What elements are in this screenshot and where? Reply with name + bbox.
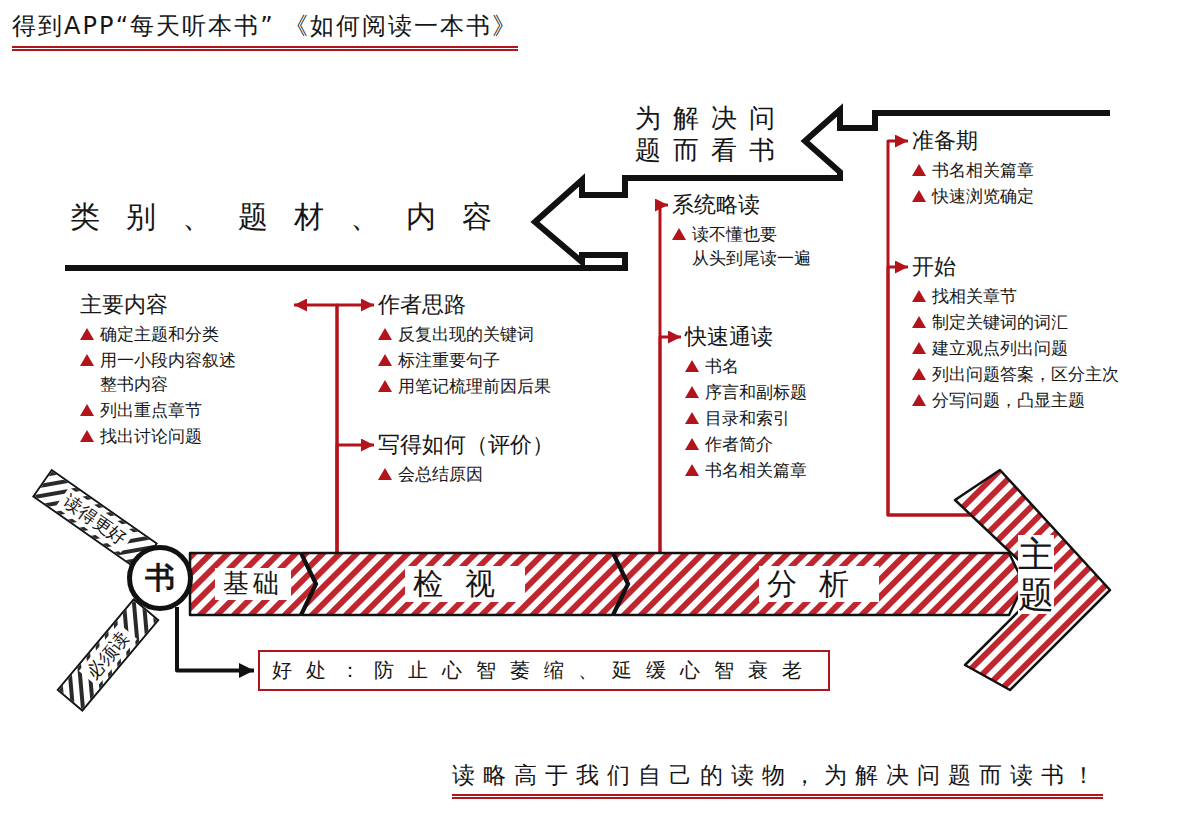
bullet-triangle [80, 354, 94, 366]
bullet-triangle [685, 386, 699, 398]
bullet-triangle [80, 404, 94, 416]
note-group: 准备期书名相关篇章快速浏览确定 [912, 126, 1162, 208]
group-heading: 写得如何（评价） [378, 430, 648, 460]
band-heading: 类别、题材、内容 [70, 198, 590, 236]
stage-band: 基础 [190, 553, 315, 615]
hatched-band [190, 553, 315, 615]
bullet-item: 读不懂也要 从头到尾读一遍 [672, 222, 837, 270]
bullet-item: 快速浏览确定 [912, 184, 1162, 208]
diagram-title: 得到APP“每天听本书” 《如何阅读一本书》 [12, 10, 518, 51]
bullet-triangle [912, 164, 926, 176]
bullet-triangle [672, 228, 686, 240]
note-group: 主要内容确定主题和分类用一小段内容叙述 整书内容列出重点章节找出讨论问题 [80, 290, 290, 448]
stage-band: 检视 [302, 553, 627, 615]
hatched-band [614, 553, 1024, 615]
bullet-item: 反复出现的关键词 [378, 322, 648, 346]
bullet-triangle [912, 394, 926, 406]
note-group: 开始找相关章节制定关键词的词汇建立观点列出问题列出问题答案，区分主次分写问题，凸… [912, 252, 1162, 412]
bullet-triangle [378, 354, 392, 366]
bullet-triangle [378, 468, 392, 480]
bullet-item: 作者简介 [685, 432, 875, 456]
bullet-item: 书名 [685, 354, 875, 378]
bullet-triangle [685, 360, 699, 372]
bullet-item: 用笔记梳理前因后果 [378, 374, 648, 398]
bullet-triangle [80, 430, 94, 442]
note-group: 作者思路反复出现的关键词标注重要句子用笔记梳理前因后果 [378, 290, 648, 398]
benefit-box: 好处：防止心智萎缩、延缓心智衰老 [258, 650, 830, 691]
bullet-triangle [912, 342, 926, 354]
group-heading: 开始 [912, 252, 1162, 282]
bullet-item: 制定关键词的词汇 [912, 310, 1162, 334]
bullet-item: 书名相关篇章 [912, 158, 1162, 182]
note-group: 快速通读书名序言和副标题目录和索引作者简介书名相关篇章 [685, 322, 875, 482]
vertical-label: 主题 [1018, 535, 1054, 614]
bullet-triangle [685, 464, 699, 476]
bullet-triangle [685, 438, 699, 450]
connector [337, 445, 374, 553]
hatched-band [59, 601, 157, 709]
bullet-item: 序言和副标题 [685, 380, 875, 404]
note-group: 写得如何（评价）会总结原因 [378, 430, 648, 486]
bullet-triangle [685, 412, 699, 424]
connector [337, 305, 374, 553]
group-heading: 作者思路 [378, 290, 648, 320]
hatched-band [955, 470, 1110, 690]
bullet-item: 用一小段内容叙述 整书内容 [80, 348, 290, 396]
group-heading: 快速通读 [685, 322, 875, 352]
note-group: 系统略读读不懂也要 从头到尾读一遍 [672, 190, 837, 270]
bullet-item: 列出重点章节 [80, 398, 290, 422]
bullet-item: 会总结原因 [378, 462, 648, 486]
group-heading: 主要内容 [80, 290, 290, 320]
band-label: 分析 [759, 566, 879, 602]
bullet-item: 建立观点列出问题 [912, 336, 1162, 360]
bullet-item: 分写问题，凸显主题 [912, 388, 1162, 412]
bullet-triangle [912, 316, 926, 328]
bullet-triangle [378, 380, 392, 392]
cross-band: 必须读 [56, 598, 159, 712]
theme-arrowhead: 主题 [950, 465, 1115, 695]
connector [177, 607, 254, 671]
connector [294, 305, 337, 553]
box-label: 好处：防止心智萎缩、延缓心智衰老 [272, 657, 816, 684]
bullet-item: 书名相关篇章 [685, 458, 875, 482]
bullet-triangle [80, 328, 94, 340]
bullet-item: 找相关章节 [912, 284, 1162, 308]
bullet-item: 列出问题答案，区分主次 [912, 362, 1162, 386]
diagram-caption: 读略高于我们自己的读物，为解决问题而读书！ [452, 760, 1103, 799]
connector [660, 337, 681, 553]
group-heading: 准备期 [912, 126, 1162, 156]
bullet-item: 确定主题和分类 [80, 322, 290, 346]
stage-band: 分析 [614, 553, 1024, 615]
hatched-band [302, 553, 627, 615]
bullet-triangle [912, 368, 926, 380]
bullet-triangle [912, 290, 926, 302]
bullet-item: 目录和索引 [685, 406, 875, 430]
bullet-triangle [912, 190, 926, 202]
band-label: 检视 [405, 566, 525, 602]
group-heading: 系统略读 [672, 190, 837, 220]
band-heading: 为解决问 题而看书 [635, 102, 835, 166]
bullet-triangle [378, 328, 392, 340]
circle-label: 书 [145, 558, 175, 599]
band-label: 读得更好 [55, 487, 134, 553]
bullet-item: 标注重要句子 [378, 348, 648, 372]
band-label: 基础 [215, 568, 291, 599]
bullet-item: 找出讨论问题 [80, 424, 290, 448]
book-circle: 书 [127, 545, 193, 611]
